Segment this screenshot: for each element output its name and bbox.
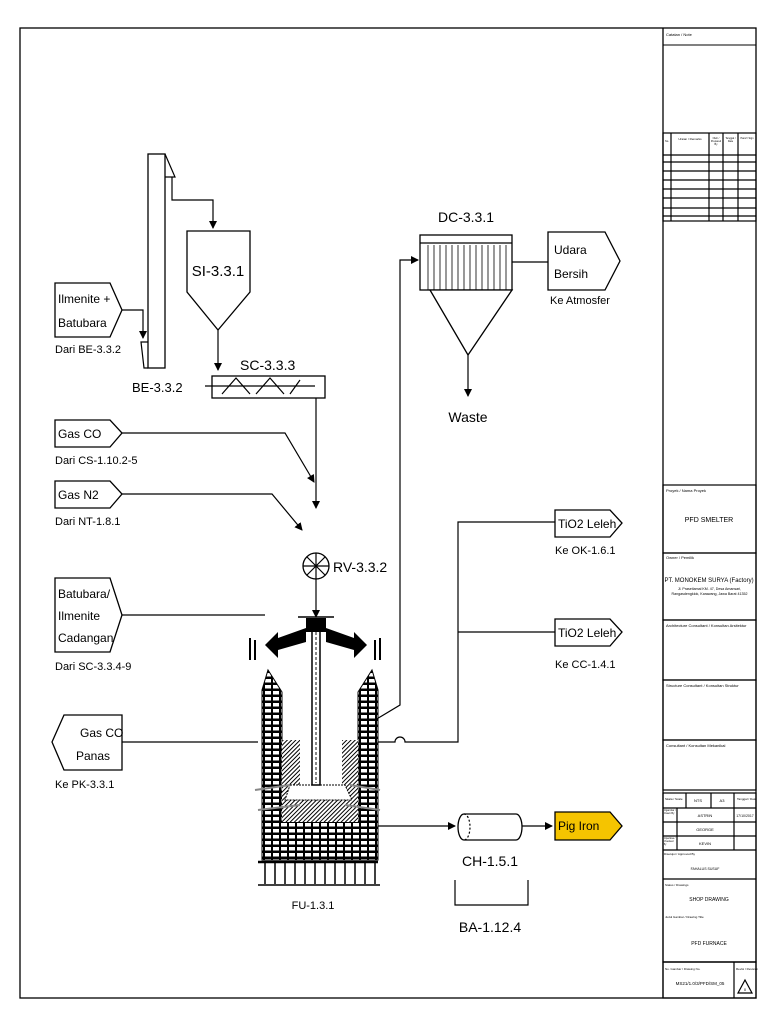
svg-text:RV-3.3.2: RV-3.3.2 [333, 559, 387, 575]
title-block: Catatan / Note No. Uraian / Remarks Oleh… [662, 32, 759, 999]
approved-label: Disetujui / Approved By [664, 852, 696, 856]
stream-pig-iron: Pig Iron [554, 811, 623, 841]
dust-collector: DC-3.3.1 [419, 209, 514, 357]
date-label: Tanggal / Date [737, 797, 757, 801]
revision-label: Revisi / Revision [736, 967, 759, 971]
svg-text:Ke OK-1.6.1: Ke OK-1.6.1 [555, 545, 616, 557]
mechanical-label: Consultant / Konsultan Mekanikal [666, 743, 725, 748]
svg-text:Gas CO: Gas CO [58, 427, 101, 441]
rev-header-by: Oleh / Prepared By [710, 137, 722, 146]
stream-gas-co-panas: Gas CO Panas Ke PK-3.3.1 [51, 714, 123, 791]
svg-text:Ilmenite +: Ilmenite + [58, 292, 110, 306]
owner-label: Owner / Pemilik [666, 555, 694, 560]
status-value: SHOP DRAWING [689, 897, 729, 903]
svg-text:TiO2 Leleh: TiO2 Leleh [558, 517, 616, 531]
svg-text:FU-1.3.1: FU-1.3.1 [292, 900, 335, 912]
svg-text:Batubara: Batubara [58, 316, 107, 330]
architect-label: Architecture Consultant / Konsultan Arsi… [666, 623, 747, 628]
stream-udara-bersih: Udara Bersih Ke Atmosfer [547, 231, 621, 307]
note-label: Catatan / Note [666, 32, 693, 37]
drawn-value: ASTRIN [698, 813, 713, 818]
revision-triangle-icon [736, 978, 754, 994]
svg-text:TiO2 Leleh: TiO2 Leleh [558, 626, 616, 640]
rev-header-remarks: Uraian / Remarks [678, 138, 702, 141]
furnace: FU-1.3.1 [249, 616, 381, 912]
svg-text:Cadangan: Cadangan [58, 631, 113, 645]
svg-text:Udara: Udara [554, 243, 587, 257]
svg-text:CH-1.5.1: CH-1.5.1 [462, 853, 518, 869]
checked-value: KEVIN [699, 841, 711, 846]
checked-label: Diperiksa / Checked By [663, 836, 676, 846]
svg-text:Dari NT-1.8.1: Dari NT-1.8.1 [55, 516, 120, 528]
svg-text:Pig Iron: Pig Iron [558, 819, 599, 833]
drawing-no-label: No. Gambar / Drawing No. [665, 967, 701, 971]
drawing-frame [19, 27, 757, 999]
scale-label: Skala / Scale [665, 797, 683, 801]
stream-gas-n2: Gas N2 Dari NT-1.8.1 [54, 480, 123, 528]
size-value: A3 [720, 798, 726, 803]
waste-label: Waste [448, 409, 487, 425]
svg-text:Dari BE-3.3.2: Dari BE-3.3.2 [55, 344, 121, 356]
stream-gas-co: Gas CO Dari CS-1.10.2-5 [54, 419, 138, 467]
svg-text:Bersih: Bersih [554, 267, 588, 281]
svg-text:Batubara/: Batubara/ [58, 587, 111, 601]
rev-header-no: No. [665, 140, 669, 143]
project-label: Proyek / Nama Proyek [666, 488, 706, 493]
owner-name: PT. MONOKEM SURYA (Factory) [664, 578, 753, 584]
structure-label: Structure Consultant / Konsultan Struktu… [666, 683, 739, 688]
svg-text:Panas: Panas [76, 749, 110, 763]
svg-text:SC-3.3.3: SC-3.3.3 [240, 357, 295, 373]
rev-header-date: Tanggal / Date [725, 137, 736, 143]
svg-text:Dari CS-1.10.2-5: Dari CS-1.10.2-5 [55, 455, 138, 467]
drawing-no: MS21/1.0/3/PFD/SM_05 [676, 981, 725, 986]
design-value: GEORGE [696, 827, 714, 832]
ladle-cylinder: CH-1.5.1 [457, 813, 523, 869]
elevator-label: BE-3.3.2 [132, 380, 183, 395]
svg-text:Gas CO: Gas CO [80, 726, 123, 740]
ba-label: BA-1.12.4 [459, 919, 521, 935]
approved-value: FAHALUS SUSUF [691, 867, 720, 871]
status-label: Status / Drawings [665, 883, 689, 887]
rotary-valve: RV-3.3.2 [302, 552, 387, 580]
owner-address: Jl. Prasetiamal KM. 47, Desa Amansari, R… [671, 587, 748, 596]
screw-conveyor: SC-3.3.3 [205, 357, 326, 399]
stream-ilmenite-batubara: Ilmenite + Batubara Dari BE-3.3.2 [54, 282, 123, 356]
scale-value: NTS [694, 798, 702, 803]
stream-tio2-leleh-2: TiO2 Leleh Ke CC-1.4.1 [554, 618, 623, 671]
stream-cadangan: Batubara/ Ilmenite Cadangan Dari SC-3.3.… [54, 577, 131, 673]
drawing-title: PFD FURNACE [691, 941, 727, 947]
drawing-title-label: Judul Gambar / Drawing Title [665, 915, 704, 919]
svg-text:Gas N2: Gas N2 [58, 488, 99, 502]
svg-text:Ke CC-1.4.1: Ke CC-1.4.1 [555, 659, 616, 671]
stream-tio2-leleh-1: TiO2 Leleh Ke OK-1.6.1 [554, 509, 623, 557]
drawn-label: Digambar / Drawn By [663, 808, 676, 815]
rev-header-sign: Paraf / Sign [740, 137, 754, 140]
date-value: 17/10/2017 [736, 814, 754, 818]
svg-text:SI-3.3.1: SI-3.3.1 [192, 263, 245, 280]
bucket-elevator: BE-3.3.2 [132, 153, 183, 395]
svg-text:Ke PK-3.3.1: Ke PK-3.3.1 [55, 779, 114, 791]
svg-text:DC-3.3.1: DC-3.3.1 [438, 209, 494, 225]
svg-text:Ilmenite: Ilmenite [58, 609, 100, 623]
silo: SI-3.3.1 [186, 230, 251, 332]
revision-value: 0 [744, 987, 747, 992]
svg-text:Dari SC-3.3.4-9: Dari SC-3.3.4-9 [55, 661, 131, 673]
svg-text:Ke Atmosfer: Ke Atmosfer [550, 295, 610, 307]
project-name: PFD SMELTER [685, 517, 734, 524]
